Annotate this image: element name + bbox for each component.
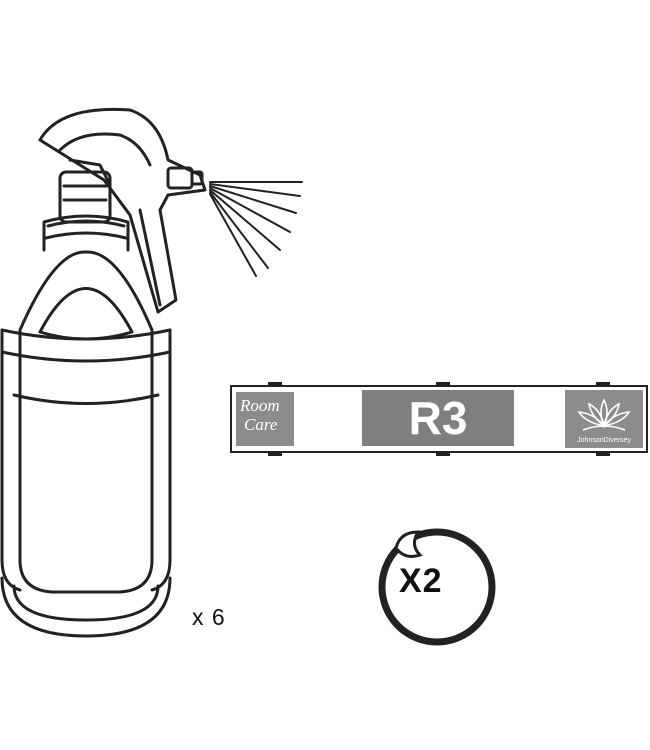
peel-sticker-icon xyxy=(378,528,496,646)
johnsondiversey-logo-text: JohnsonDiversey xyxy=(577,437,631,444)
johnsondiversey-logo: JohnsonDiversey xyxy=(565,390,643,448)
spray-bottle-icon xyxy=(0,107,207,638)
product-code: R3 xyxy=(362,390,514,446)
lotus-logo-icon xyxy=(577,398,631,431)
bottle-quantity: x 6 xyxy=(192,604,226,630)
room-care-logo-line1: Room xyxy=(240,396,280,415)
spray-mist xyxy=(209,181,303,277)
sticker-quantity: X2 xyxy=(399,562,443,600)
room-care-logo-line2: Care xyxy=(244,415,278,434)
label-tabs xyxy=(268,382,610,456)
room-care-logo: Room Care xyxy=(236,392,294,446)
